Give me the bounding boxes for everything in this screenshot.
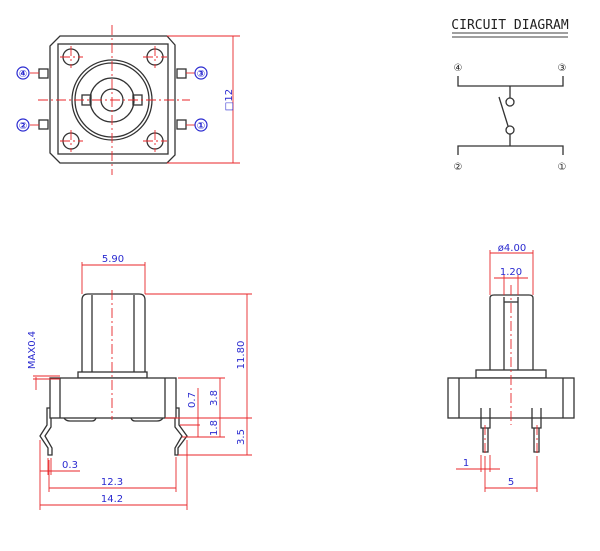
side-view: 5.90 11.80 3.8 1.8 0.7 3.5 MAX0.4 0.3 12… (27, 254, 252, 510)
pin-1 (176, 119, 187, 130)
pin-label: ④ (19, 69, 27, 80)
circuit-title: CIRCUIT DIAGRAM (451, 18, 569, 33)
dim-pin-pitch: 5 (508, 477, 514, 488)
pin-4 (38, 68, 49, 79)
body (49, 377, 177, 419)
pin-label: ① (558, 162, 567, 173)
dim-total-height: 11.80 (236, 341, 247, 370)
dim-actuator-diameter: ø4.00 (498, 243, 526, 254)
dim-leg-bend: 1.8 (209, 420, 220, 436)
body-inner (57, 43, 169, 155)
switch-lever (498, 96, 509, 127)
pin-label: ① (197, 121, 205, 132)
dim-overall-width: 14.2 (101, 494, 123, 505)
pin-3 (176, 68, 187, 79)
pin-label: ② (19, 121, 27, 132)
dim-leg-length: 3.5 (236, 429, 247, 445)
pin-label: ③ (558, 63, 567, 74)
size-dimension: □12 (224, 89, 235, 111)
dim-lead-width: 1 (463, 458, 469, 469)
actuator (489, 294, 534, 370)
pin-2 (38, 119, 49, 130)
dim-actuator-width: 5.90 (102, 254, 124, 265)
dim-max-gap: MAX0.4 (27, 331, 38, 369)
front-view: ø4.00 1.20 1 5 (447, 243, 575, 492)
top-view: ④ ② ③ ① □12 (16, 25, 240, 175)
actuator (81, 293, 146, 372)
pin-label: ② (454, 162, 463, 173)
dim-slot-width: 1.20 (500, 267, 522, 278)
circuit-diagram: CIRCUIT DIAGRAM ④ ③ ② ① (451, 18, 569, 173)
dim-lead-thickness: 0.3 (62, 460, 78, 471)
dim-leg-offset: 0.7 (187, 392, 198, 408)
dim-body-width: 12.3 (101, 477, 123, 488)
pin-label: ④ (454, 63, 463, 74)
body-outline (49, 35, 176, 164)
pin-label: ③ (197, 69, 205, 80)
dim-body-height: 3.8 (209, 390, 220, 406)
